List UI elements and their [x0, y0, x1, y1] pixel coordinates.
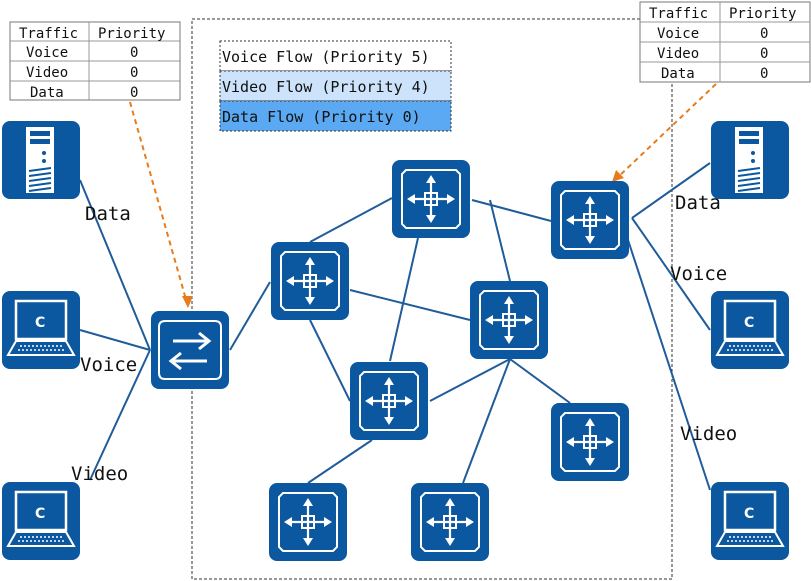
link-r4-r7 — [462, 358, 511, 484]
right-data-label: Data — [675, 192, 721, 214]
left-data-label: Data — [85, 203, 131, 225]
right-video-label: Video — [680, 423, 737, 445]
link-r1-r5 — [309, 319, 351, 402]
router-icon — [551, 403, 629, 481]
left-table-traffic-data: Data — [30, 85, 64, 101]
pc-icon: C — [711, 482, 789, 560]
flow-legend: Voice Flow (Priority 5) Video Flow (Prio… — [219, 40, 452, 132]
link-server-switch — [79, 179, 151, 351]
right-table-priority-data: 0 — [760, 66, 768, 82]
link-r1-r2 — [309, 197, 393, 243]
right-voice-label: Voice — [670, 263, 727, 285]
svg-text:C: C — [744, 315, 754, 331]
arrow-left-head — [182, 296, 193, 308]
pc-icon: C — [711, 291, 789, 369]
left-table-header-traffic: Traffic — [19, 26, 78, 42]
left-table-priority-data: 0 — [130, 85, 138, 101]
legend-data-box — [219, 100, 452, 132]
right-table-header-traffic: Traffic — [649, 6, 708, 22]
right-table-priority-voice: 0 — [760, 26, 768, 42]
router-icon — [350, 362, 428, 440]
server-icon — [2, 121, 80, 199]
network-boundary — [191, 18, 673, 580]
legend-voice-label: Voice Flow (Priority 5) — [222, 48, 430, 66]
link-switch-r1 — [229, 281, 271, 351]
right-table-traffic-video: Video — [657, 46, 699, 62]
router-icon — [551, 181, 629, 259]
pc-icon: C — [2, 482, 80, 560]
arrow-right-head — [612, 170, 624, 182]
router-icon — [269, 483, 347, 561]
right-table-traffic-data: Data — [661, 66, 695, 82]
router-icon — [411, 483, 489, 561]
switch-icon — [151, 311, 229, 389]
legend-voice-box — [219, 40, 452, 72]
link-r3-pc — [631, 217, 711, 331]
right-table-header-priority: Priority — [729, 6, 796, 22]
left-voice-label: Voice — [80, 354, 137, 376]
right-priority-table: Traffic Priority Voice 0 Video 0 Data 0 — [639, 1, 811, 83]
left-table-traffic-video: Video — [26, 65, 68, 81]
link-pc2-switch — [89, 349, 151, 481]
right-table-priority-video: 0 — [760, 46, 768, 62]
link-pc-switch — [79, 329, 151, 351]
router-icon — [470, 281, 548, 359]
left-table-header-priority: Priority — [98, 26, 165, 42]
link-r2-r3 — [471, 199, 552, 222]
svg-text:C: C — [35, 506, 45, 522]
link-r1-r4 — [349, 289, 471, 321]
link-r3-server — [631, 162, 711, 219]
server-icon — [711, 121, 789, 199]
left-table-priority-video: 0 — [130, 65, 138, 81]
svg-text:C: C — [35, 315, 45, 331]
link-r2-r4 — [489, 199, 511, 282]
router-icon — [271, 242, 349, 320]
left-priority-table: Traffic Priority Voice 0 Video 0 Data 0 — [9, 21, 181, 101]
link-r4-r8 — [509, 358, 571, 404]
right-table-traffic-voice: Voice — [657, 26, 699, 42]
left-video-label: Video — [71, 463, 128, 485]
links — [79, 162, 711, 491]
pc-icon: C — [2, 291, 80, 369]
left-table-priority-voice: 0 — [130, 45, 138, 61]
svg-text:C: C — [744, 506, 754, 522]
link-r2-r5 — [389, 237, 419, 362]
router-icon — [392, 160, 470, 238]
left-table-traffic-voice: Voice — [26, 45, 68, 61]
legend-data-label: Data Flow (Priority 0) — [222, 108, 421, 126]
link-r5-r6 — [307, 439, 373, 484]
link-r3-pc2 — [627, 239, 711, 491]
arrow-left-table — [129, 101, 188, 304]
link-r4-r5 — [429, 358, 511, 402]
arrow-right-table — [616, 83, 717, 179]
mapping-arrows — [129, 83, 717, 304]
legend-video-box — [219, 70, 452, 102]
legend-video-label: Video Flow (Priority 4) — [222, 78, 430, 96]
